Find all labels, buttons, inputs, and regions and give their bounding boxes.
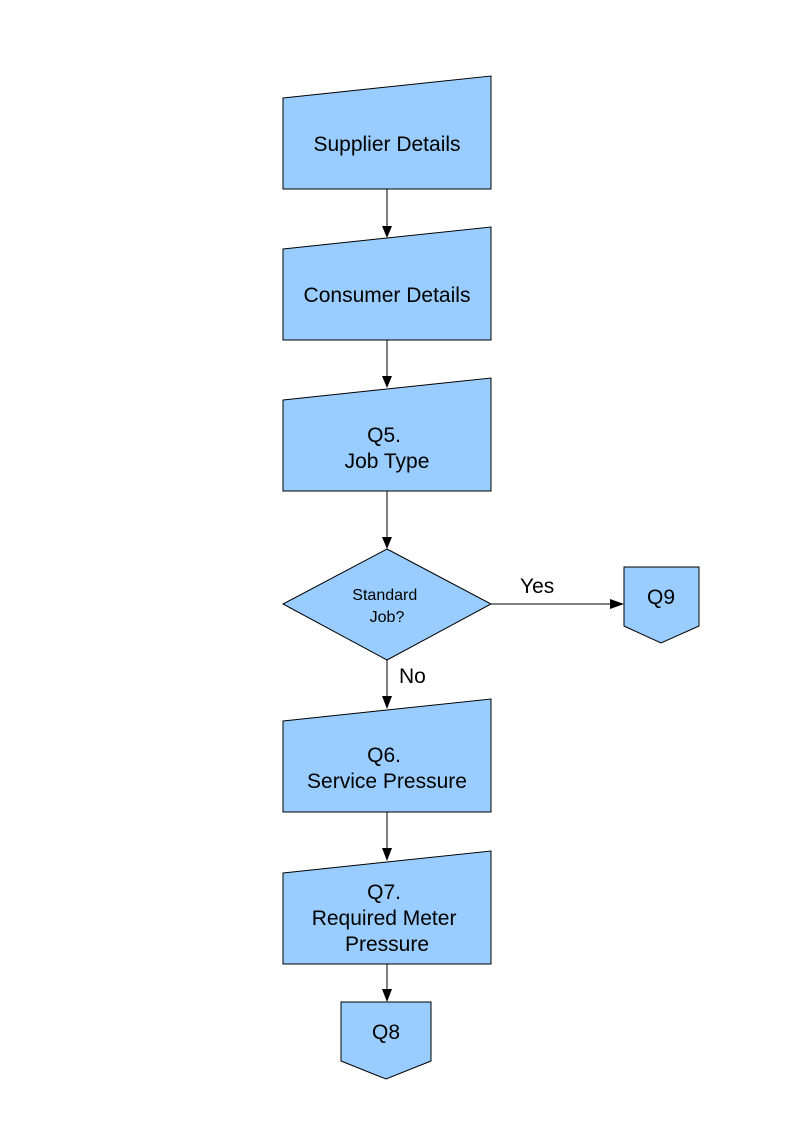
edge-label-no: No (399, 665, 426, 688)
node-label: Consumer Details (304, 284, 471, 307)
node-label: Q9 (647, 586, 675, 609)
node-q5-job-type: Q5. Job Type (282, 377, 492, 492)
edge-consumer-to-q5 (382, 340, 392, 388)
node-standard-job-decision: Standard Job? (281, 548, 493, 661)
node-q6-service-pressure: Q6. Service Pressure (282, 698, 492, 813)
edge-supplier-to-consumer (382, 189, 392, 238)
node-label: Q8 (372, 1021, 400, 1044)
node-label: Supplier Details (313, 133, 460, 156)
node-label: Standard Job? (352, 587, 421, 626)
node-q9-connector: Q9 (623, 566, 700, 644)
edge-q5-to-decision (382, 491, 392, 549)
node-label: Q7. Required Meter Pressure (312, 881, 463, 956)
edge-q6-to-q7 (382, 812, 392, 861)
edge-decision-to-q9: Yes (491, 575, 624, 609)
node-label: Q6. Service Pressure (307, 744, 467, 793)
node-q7-required-meter-pressure: Q7. Required Meter Pressure (282, 850, 492, 965)
node-q8-connector: Q8 (340, 1001, 432, 1080)
edge-decision-to-q6: No (382, 660, 426, 709)
node-label: Q5. Job Type (345, 424, 430, 473)
node-supplier-details: Supplier Details (282, 75, 492, 190)
edge-label-yes: Yes (520, 575, 554, 598)
edge-q7-to-q8 (382, 964, 392, 1002)
node-consumer-details: Consumer Details (282, 226, 492, 341)
